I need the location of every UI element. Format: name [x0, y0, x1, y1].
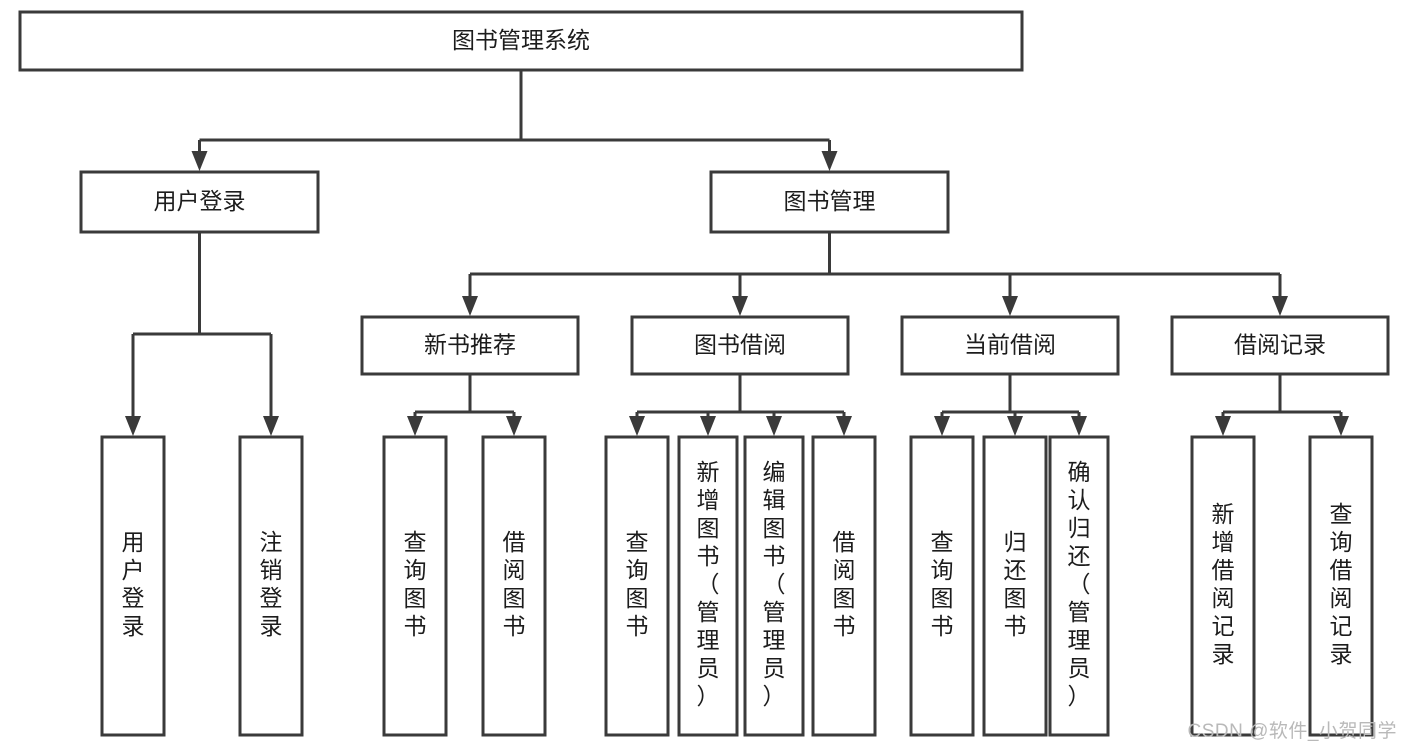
node-leaf-query-book-current-box [909, 435, 975, 737]
node-leaf-add-borrow-record-label: 新增借阅记录 [1212, 501, 1235, 667]
arrow-head-icon [407, 416, 423, 436]
node-leaf-user-logout-label: 注销登录 [260, 529, 283, 639]
node-leaf-borrow-book-label: 借阅图书 [833, 529, 856, 639]
node-borrow-record-box [1170, 315, 1390, 376]
node-leaf-confirm-return-admin-box [1048, 435, 1110, 737]
arrow-head-icon [1002, 296, 1018, 316]
arrow-head-icon [1071, 416, 1087, 436]
arrow-head-icon [125, 416, 141, 436]
node-user-login-box [79, 170, 320, 234]
node-book-manage-label: 图书管理 [784, 188, 876, 214]
node-leaf-user-logout-box [238, 435, 304, 737]
arrow-head-icon [263, 416, 279, 436]
node-leaf-return-book-label: 归还图书 [1004, 529, 1027, 639]
node-leaf-borrow-book[interactable]: 借阅图书 [811, 435, 877, 737]
node-leaf-edit-book-admin-box [743, 435, 805, 737]
node-leaf-user-login-box [100, 435, 166, 737]
node-book-borrow-label: 图书借阅 [694, 332, 786, 358]
node-leaf-confirm-return-admin[interactable]: 确认归还（管理员） [1048, 435, 1110, 737]
node-leaf-borrow-book-box [811, 435, 877, 737]
arrow-head-icon [934, 416, 950, 436]
node-leaf-borrow-book-recommend-label: 借阅图书 [503, 529, 526, 639]
node-leaf-edit-book-admin[interactable]: 编辑图书（管理员） [743, 435, 805, 737]
node-leaf-add-book-admin-box [677, 435, 739, 737]
node-leaf-query-borrow-record-label: 查询借阅记录 [1330, 501, 1353, 667]
node-leaf-query-book-recommend-label: 查询图书 [404, 529, 427, 639]
node-new-book-recommend-box [360, 315, 580, 376]
node-leaf-user-login[interactable]: 用户登录 [100, 435, 166, 737]
arrow-head-icon [1007, 416, 1023, 436]
node-leaf-borrow-book-recommend[interactable]: 借阅图书 [481, 435, 547, 737]
arrow-head-icon [1333, 416, 1349, 436]
arrow-head-icon [836, 416, 852, 436]
node-leaf-return-book[interactable]: 归还图书 [982, 435, 1048, 737]
arrow-head-icon [506, 416, 522, 436]
arrow-head-icon [766, 416, 782, 436]
node-book-borrow[interactable]: 图书借阅 [630, 315, 850, 376]
arrow-head-icon [191, 151, 208, 171]
node-leaf-query-borrow-record-box [1308, 435, 1374, 737]
node-leaf-return-book-box [982, 435, 1048, 737]
node-leaf-query-book-borrow[interactable]: 查询图书 [604, 435, 670, 737]
node-leaf-query-book-borrow-box [604, 435, 670, 737]
arrow-head-icon [700, 416, 716, 436]
node-leaf-query-book-recommend-box [382, 435, 448, 737]
node-root-root[interactable]: 图书管理系统 [18, 10, 1024, 72]
node-user-login[interactable]: 用户登录 [79, 170, 320, 234]
arrow-head-icon [732, 296, 748, 316]
node-leaf-query-borrow-record[interactable]: 查询借阅记录 [1308, 435, 1374, 737]
node-root-root-label: 图书管理系统 [452, 27, 590, 53]
node-book-manage[interactable]: 图书管理 [709, 170, 950, 234]
node-book-borrow-box [630, 315, 850, 376]
node-user-login-label: 用户登录 [154, 188, 246, 214]
node-leaf-confirm-return-admin-label: 确认归还（管理员） [1068, 459, 1091, 709]
csdn-watermark: CSDN @软件_小贺同学 [1187, 721, 1397, 742]
node-leaf-borrow-book-recommend-box [481, 435, 547, 737]
arrow-head-icon [1215, 416, 1231, 436]
node-leaf-user-logout[interactable]: 注销登录 [238, 435, 304, 737]
node-leaf-query-book-borrow-label: 查询图书 [626, 529, 649, 639]
node-leaf-add-borrow-record-box [1190, 435, 1256, 737]
arrow-head-icon [821, 151, 838, 171]
boxes-layer: 图书管理系统用户登录图书管理新书推荐图书借阅当前借阅借阅记录用户登录注销登录查询… [18, 10, 1390, 737]
node-book-manage-box [709, 170, 950, 234]
node-leaf-user-login-label: 用户登录 [122, 529, 145, 639]
node-current-borrow[interactable]: 当前借阅 [900, 315, 1120, 376]
node-borrow-record-label: 借阅记录 [1234, 332, 1326, 358]
node-leaf-add-borrow-record[interactable]: 新增借阅记录 [1190, 435, 1256, 737]
node-root-root-box [18, 10, 1024, 72]
node-leaf-add-book-admin[interactable]: 新增图书（管理员） [677, 435, 739, 737]
node-new-book-recommend-label: 新书推荐 [424, 332, 516, 358]
node-new-book-recommend[interactable]: 新书推荐 [360, 315, 580, 376]
arrow-head-icon [462, 296, 478, 316]
node-leaf-edit-book-admin-label: 编辑图书（管理员） [763, 459, 786, 709]
node-leaf-add-book-admin-label: 新增图书（管理员） [697, 459, 720, 709]
node-leaf-query-book-current[interactable]: 查询图书 [909, 435, 975, 737]
connectors-layer [125, 70, 1349, 436]
node-current-borrow-box [900, 315, 1120, 376]
node-borrow-record[interactable]: 借阅记录 [1170, 315, 1390, 376]
node-leaf-query-book-current-label: 查询图书 [931, 529, 954, 639]
node-current-borrow-label: 当前借阅 [964, 332, 1056, 358]
arrow-head-icon [629, 416, 645, 436]
arrow-head-icon [1272, 296, 1288, 316]
node-leaf-query-book-recommend[interactable]: 查询图书 [382, 435, 448, 737]
